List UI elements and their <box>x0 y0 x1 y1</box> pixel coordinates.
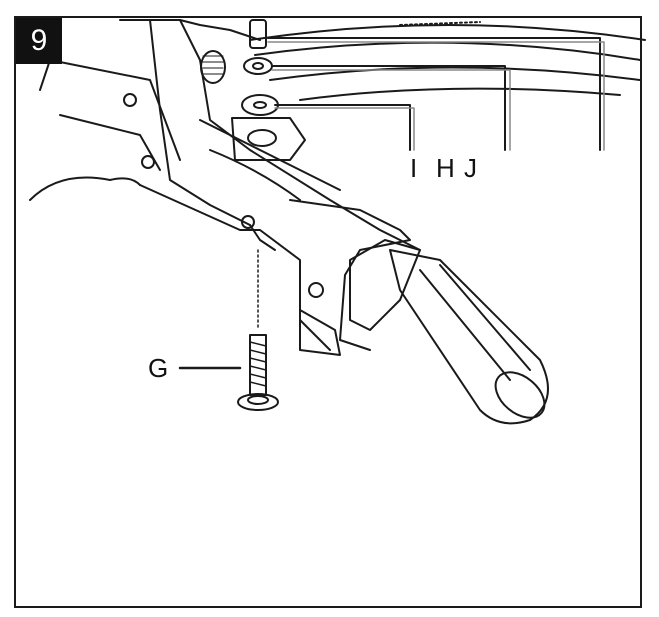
label-I: I <box>410 153 418 183</box>
handle-housing <box>289 199 411 351</box>
mounting-plate <box>231 117 306 161</box>
adjustment-knob <box>200 50 226 84</box>
step-number-badge: 9 <box>16 18 62 64</box>
leader-J <box>267 37 601 151</box>
leader-I <box>274 104 411 151</box>
label-J: J <box>464 153 477 183</box>
label-G: G <box>148 353 169 383</box>
washer-I <box>241 94 279 116</box>
washer-H <box>243 57 273 75</box>
blade-guard-arc <box>249 24 646 41</box>
saw-arm-body <box>119 19 421 251</box>
leader-H <box>271 65 506 151</box>
lower-arm <box>139 184 331 351</box>
bolt-J <box>249 19 267 49</box>
handle-grip <box>389 249 549 425</box>
label-H: H <box>436 153 455 183</box>
scale-markings <box>399 21 481 26</box>
left-frame <box>39 59 181 161</box>
figure-frame <box>14 16 642 608</box>
